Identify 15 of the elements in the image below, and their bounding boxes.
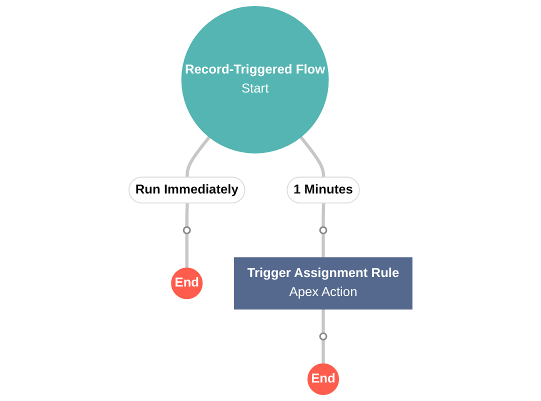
connector bbox=[300, 136, 326, 178]
connector bbox=[185, 203, 189, 228]
connector bbox=[186, 136, 211, 178]
node-circle: End bbox=[307, 363, 340, 395]
node-circle: Record-Triggered Flow Start bbox=[181, 6, 329, 154]
connector bbox=[322, 309, 325, 334]
node-circle bbox=[182, 226, 191, 234]
node-circle: End bbox=[171, 268, 203, 300]
connector bbox=[322, 234, 325, 258]
connector bbox=[322, 203, 326, 228]
node-circle bbox=[319, 332, 328, 340]
connector bbox=[185, 234, 188, 268]
connector bbox=[322, 340, 325, 364]
node-circle bbox=[319, 226, 328, 234]
node-box: Trigger Assignment Rule Apex Action bbox=[234, 257, 412, 310]
